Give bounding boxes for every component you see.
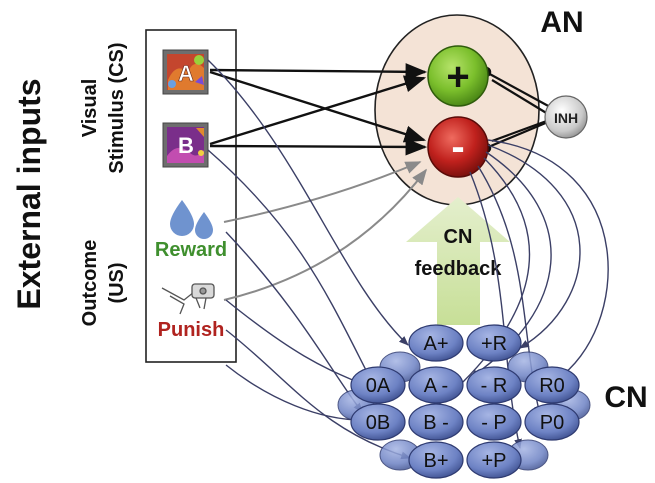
inh-node	[544, 95, 588, 139]
cn-label-plus-p: +P	[481, 450, 506, 472]
visual-stimulus-label-line1: Visual	[79, 79, 101, 138]
cn-label-p0: P0	[540, 412, 564, 434]
cn-node-p0	[524, 403, 580, 441]
cn-feedback-label-line1: CN	[444, 226, 473, 248]
external-inputs-label: External inputs	[11, 78, 47, 309]
cn-label-b-plus: B+	[423, 450, 448, 472]
cn-node-a-plus	[408, 324, 464, 362]
stimulus-a-icon	[162, 49, 209, 95]
cn-node-b-plus	[408, 441, 464, 479]
an-plus-symbol: +	[446, 55, 469, 99]
cn-node-a-minus	[408, 366, 464, 404]
inh-label: INH	[554, 110, 578, 126]
cn-feedback-arrow	[406, 197, 510, 325]
cn-label-minus-r: - R	[481, 375, 508, 397]
cn-nodes	[350, 324, 580, 479]
an-to-cn-connections	[429, 139, 609, 449]
cn-node-0b	[350, 403, 406, 441]
cn-label-b-minus: B -	[423, 412, 449, 434]
cn-node-minus-r	[466, 366, 522, 404]
cn-node-b-minus	[408, 403, 464, 441]
visual-stimulus-label-line2: Stimulus (CS)	[106, 42, 128, 173]
punish-label: Punish	[158, 319, 225, 341]
an-inhibitory-connections	[480, 66, 553, 154]
shock-device-icon	[161, 283, 215, 315]
outcome-label-line1: Outcome	[79, 240, 101, 327]
stimulus-a-letter: A	[178, 61, 194, 86]
cn-label-minus-p: - P	[481, 412, 507, 434]
cn-label-a-minus: A -	[424, 375, 448, 397]
an-label: AN	[540, 6, 583, 39]
reward-label: Reward	[155, 239, 227, 261]
outcome-label-line2: (US)	[106, 262, 128, 303]
cn-feedback-label-line2: feedback	[415, 258, 503, 280]
cn-label-r0: R0	[539, 375, 565, 397]
cn-node-r0	[524, 366, 580, 404]
an-minus-symbol: -	[451, 125, 464, 169]
stimulus-b-letter: B	[178, 133, 194, 158]
cn-label-a-plus: A+	[423, 333, 448, 355]
cn-label-0a: 0A	[366, 375, 391, 397]
cn-label: CN	[604, 381, 647, 414]
cn-node-minus-p	[466, 403, 522, 441]
outcome-to-an-connections	[223, 161, 427, 301]
cn-node-plus-r	[466, 324, 522, 362]
water-drops-icon	[170, 200, 213, 239]
an-minus-node	[427, 116, 489, 178]
cn-node-0a	[350, 366, 406, 404]
cn-label-plus-r: +R	[481, 333, 507, 355]
cn-label-0b: 0B	[366, 412, 390, 434]
an-plus-node	[427, 45, 489, 107]
stimulus-b-icon	[162, 122, 209, 168]
stimulus-to-an-connections	[209, 63, 428, 156]
cn-node-plus-p	[466, 441, 522, 479]
